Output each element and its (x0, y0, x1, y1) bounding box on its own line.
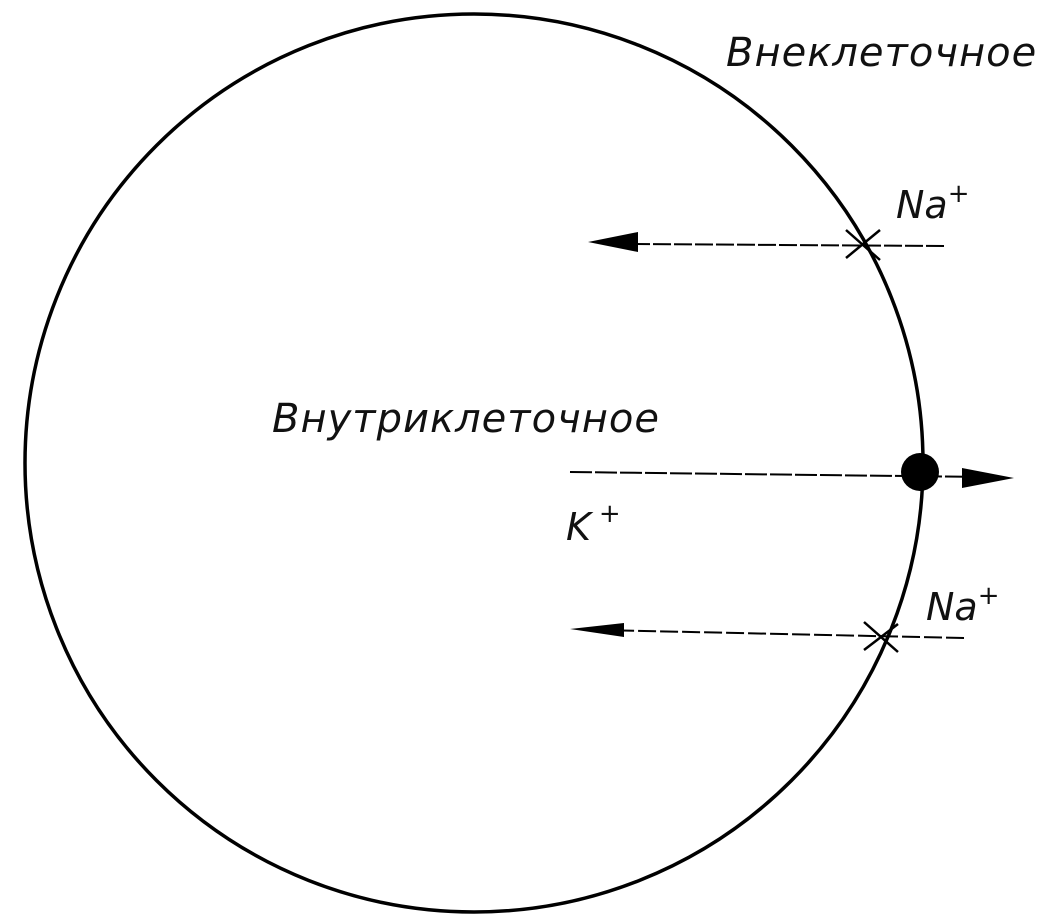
na-top-ion-label: Na+ (896, 179, 970, 227)
k-pump-dot (901, 453, 939, 491)
cell-membrane (23, 12, 925, 914)
k-ion-label: K+ (566, 499, 621, 549)
na-top-channel-cross (845, 229, 881, 261)
na-top-flow-line (629, 243, 945, 247)
na-channel-top: Na+ (588, 179, 970, 261)
na-bottom-symbol: Na (926, 585, 978, 629)
na-bottom-flow-line (599, 629, 965, 639)
k-symbol: K (566, 505, 594, 549)
na-top-arrowhead (588, 232, 638, 252)
extracellular-label: Внеклеточное (726, 30, 1037, 76)
na-top-charge: + (948, 179, 970, 209)
k-arrowhead (962, 468, 1014, 488)
na-bottom-charge: + (978, 581, 1000, 611)
k-pump: K+ (566, 453, 1014, 549)
na-channel-bottom: Na+ (570, 581, 1000, 653)
na-bottom-ion-label: Na+ (926, 581, 1000, 629)
na-top-symbol: Na (896, 183, 948, 227)
na-bottom-channel-cross (863, 621, 899, 653)
k-charge: + (599, 499, 621, 529)
intracellular-label: Внутриклеточное (272, 396, 660, 442)
na-bottom-arrowhead (570, 623, 624, 637)
